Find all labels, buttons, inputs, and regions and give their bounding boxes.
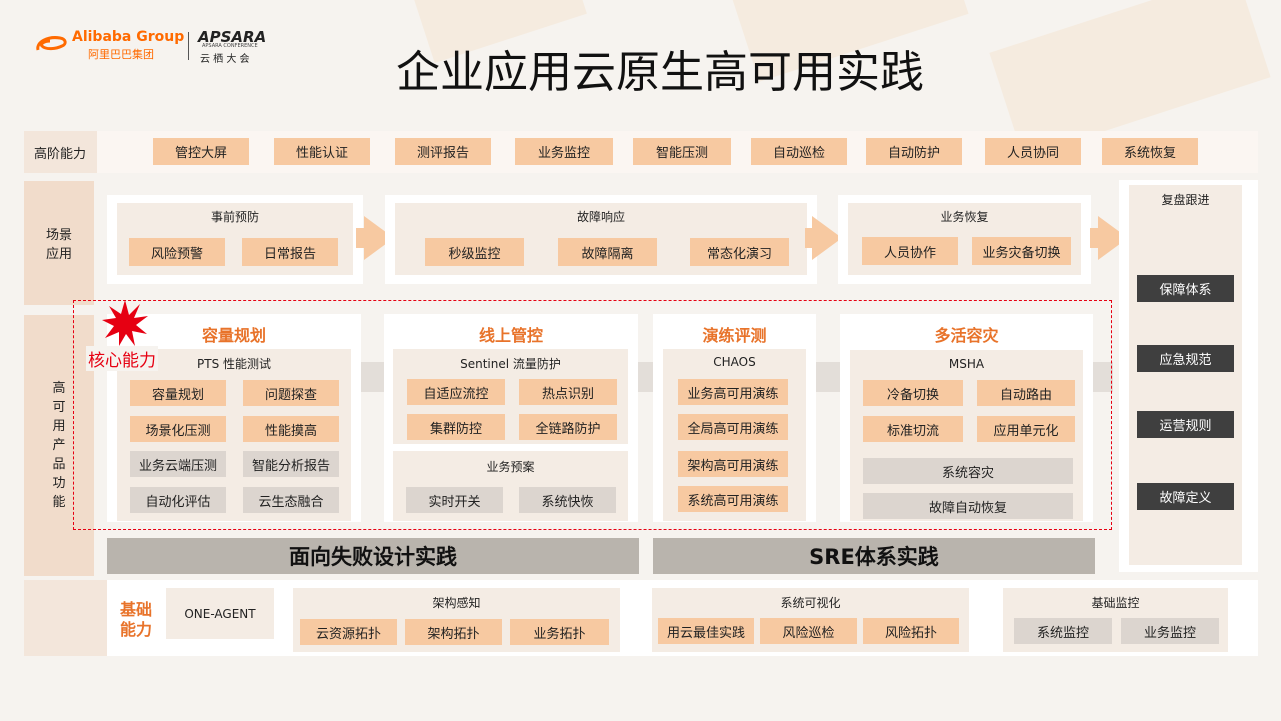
arrow-shaft: [1090, 228, 1100, 248]
apsara-logo-small: APSARA CONFERENCE: [202, 43, 258, 49]
advanced-item[interactable]: 性能认证: [274, 138, 370, 165]
scenario-item[interactable]: 秒级监控: [425, 238, 524, 266]
starburst-icon: [100, 298, 150, 348]
advanced-item[interactable]: 测评报告: [395, 138, 491, 165]
basic-item[interactable]: 架构拓扑: [405, 619, 502, 645]
core-capability-label: 核心能力: [86, 346, 158, 371]
review-item[interactable]: 运营规则: [1137, 411, 1234, 438]
design-for-failure-band: 面向失败设计实践: [107, 538, 639, 574]
scenario-item[interactable]: 常态化演习: [690, 238, 789, 266]
advanced-item[interactable]: 系统恢复: [1102, 138, 1198, 165]
sre-practice-band: SRE体系实践: [653, 538, 1095, 574]
one-agent-box[interactable]: ONE-AGENT: [166, 588, 274, 639]
advanced-item[interactable]: 自动防护: [866, 138, 962, 165]
page-title: 企业应用云原生高可用实践: [300, 36, 1020, 100]
basic-item[interactable]: 风险拓扑: [863, 618, 959, 644]
basic-item[interactable]: 系统监控: [1014, 618, 1112, 644]
scenario-item[interactable]: 故障隔离: [558, 238, 657, 266]
scenario-label: 场景 应用: [24, 181, 94, 305]
advanced-item[interactable]: 业务监控: [515, 138, 613, 165]
review-item[interactable]: 应急规范: [1137, 345, 1234, 372]
scenario-group-title: 故障响应: [395, 208, 807, 225]
apsara-logo-cn: 云 栖 大 会: [200, 50, 250, 65]
review-item[interactable]: 故障定义: [1137, 483, 1234, 510]
advanced-item[interactable]: 人员协同: [985, 138, 1081, 165]
alibaba-logo-icon: [34, 32, 70, 56]
arrow-shaft: [805, 228, 815, 248]
advanced-item[interactable]: 自动巡检: [751, 138, 847, 165]
basic-group-title: 基础监控: [1003, 594, 1228, 611]
logo-divider: [188, 32, 189, 60]
core-highlight-box: [73, 300, 1112, 530]
basic-item[interactable]: 业务拓扑: [510, 619, 609, 645]
basic-label: 基础 能力: [107, 600, 165, 640]
scenario-group-title: 事前预防: [117, 208, 353, 225]
arrow-shaft: [356, 228, 366, 248]
basic-item[interactable]: 风险巡检: [760, 618, 857, 644]
advanced-label: 高阶能力: [24, 131, 96, 173]
basic-item[interactable]: 业务监控: [1121, 618, 1219, 644]
basic-group-title: 架构感知: [293, 594, 620, 611]
basic-item[interactable]: 云资源拓扑: [300, 619, 397, 645]
advanced-item[interactable]: 管控大屏: [153, 138, 249, 165]
alibaba-logo-text: Alibaba Group: [72, 29, 184, 45]
scenario-item[interactable]: 人员协作: [862, 237, 958, 265]
review-title: 复盘跟进: [1129, 191, 1242, 208]
scenario-item[interactable]: 风险预警: [129, 238, 225, 266]
alibaba-logo-cn: 阿里巴巴集团: [88, 46, 154, 62]
advanced-item[interactable]: 智能压测: [633, 138, 731, 165]
basic-group-title: 系统可视化: [652, 594, 969, 611]
scenario-item[interactable]: 日常报告: [242, 238, 338, 266]
scenario-item[interactable]: 业务灾备切换: [972, 237, 1071, 265]
scenario-group-title: 业务恢复: [848, 208, 1081, 225]
basic-item[interactable]: 用云最佳实践: [658, 618, 754, 644]
review-item[interactable]: 保障体系: [1137, 275, 1234, 302]
